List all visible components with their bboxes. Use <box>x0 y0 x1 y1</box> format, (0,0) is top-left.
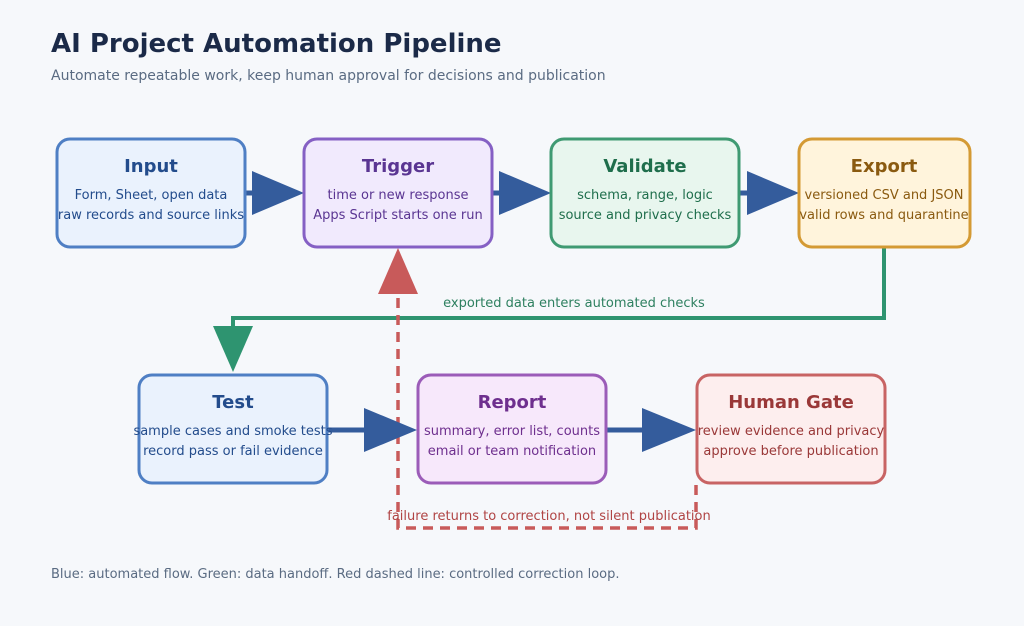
node-trigger-line2: Apps Script starts one run <box>313 208 482 223</box>
node-export: Export versioned CSV and JSON valid rows… <box>797 137 972 249</box>
node-report-line2: email or team notification <box>428 444 596 459</box>
node-validate-title: Validate <box>603 156 686 177</box>
node-human-gate: Human Gate review evidence and privacy a… <box>695 373 887 485</box>
node-human-gate-line2: approve before publication <box>703 444 878 459</box>
handoff-arrowhead <box>213 326 253 372</box>
correction-label: failure returns to correction, not silen… <box>387 509 711 524</box>
node-report: Report summary, error list, counts email… <box>416 373 608 485</box>
handoff-label: exported data enters automated checks <box>443 296 705 311</box>
correction-arrowhead <box>378 248 418 294</box>
page-title: AI Project Automation Pipeline <box>51 29 502 59</box>
correction-loop-line <box>396 294 698 530</box>
node-trigger: Trigger time or new response Apps Script… <box>302 137 494 249</box>
flow-test-report-arrowhead <box>364 408 417 452</box>
node-input-line1: Form, Sheet, open data <box>75 188 228 203</box>
node-human-gate-title: Human Gate <box>728 392 854 413</box>
page-subtitle: Automate repeatable work, keep human app… <box>51 68 606 84</box>
node-validate: Validate schema, range, logic source and… <box>549 137 741 249</box>
node-test-title: Test <box>212 392 254 413</box>
node-test-line1: sample cases and smoke tests <box>133 424 332 439</box>
node-report-line1: summary, error list, counts <box>424 424 600 439</box>
node-trigger-line1: time or new response <box>328 188 469 203</box>
flow-input-trigger-arrowhead <box>252 171 304 215</box>
legend-footnote: Blue: automated flow. Green: data handof… <box>51 567 620 582</box>
node-export-title: Export <box>851 156 918 177</box>
node-test-line2: record pass or fail evidence <box>143 444 323 459</box>
node-trigger-title: Trigger <box>362 156 434 177</box>
node-input-line2: raw records and source links <box>58 208 244 223</box>
handoff-connector-line <box>231 248 886 330</box>
flow-report-gate-arrowhead <box>642 408 696 452</box>
flow-trigger-validate-arrowhead <box>499 171 551 215</box>
flow-validate-export-arrowhead <box>747 171 799 215</box>
node-export-line1: versioned CSV and JSON <box>805 188 964 203</box>
node-export-line2: valid rows and quarantine <box>799 208 968 223</box>
node-validate-line2: source and privacy checks <box>559 208 732 223</box>
node-input-title: Input <box>124 156 178 177</box>
node-input: Input Form, Sheet, open data raw records… <box>55 137 247 249</box>
node-human-gate-line1: review evidence and privacy <box>698 424 885 439</box>
node-report-title: Report <box>478 392 547 413</box>
node-validate-line1: schema, range, logic <box>577 188 713 203</box>
node-test: Test sample cases and smoke tests record… <box>133 373 333 485</box>
